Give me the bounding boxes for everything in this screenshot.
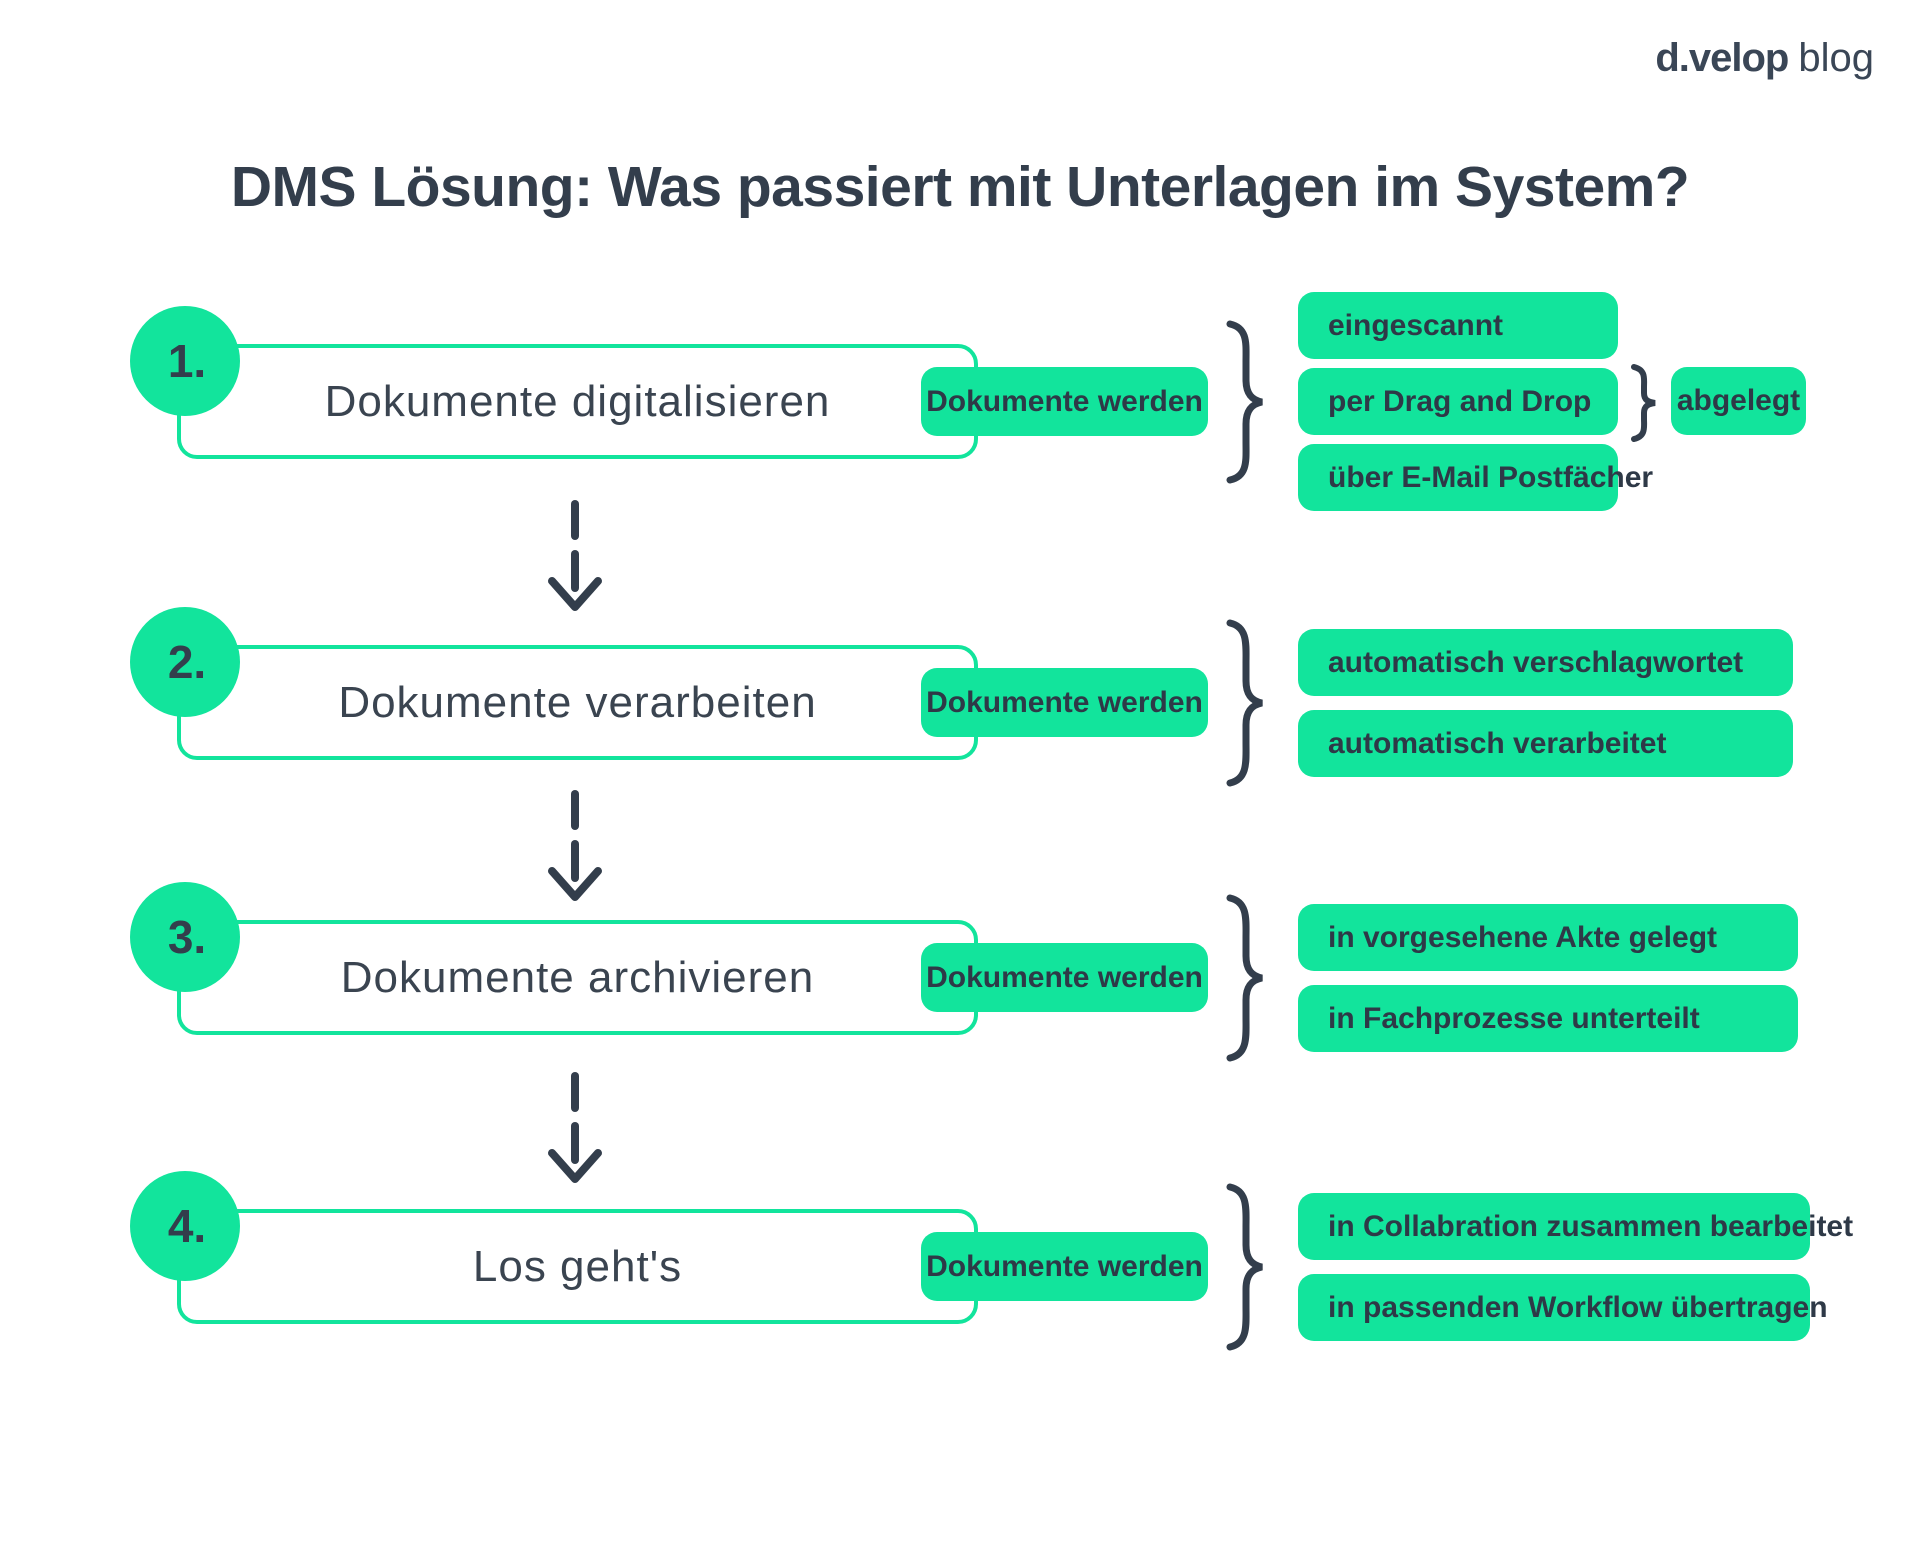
outcome-pill: automatisch verarbeitet: [1298, 710, 1793, 777]
step-2: 2. Dokumente verarbeiten Dokumente werde…: [0, 607, 1920, 787]
outcome-pill: in Collabration zusammen bearbeitet: [1298, 1193, 1853, 1260]
step-label: Dokumente digitalisieren: [324, 376, 831, 426]
step-number-badge: 2.: [130, 607, 240, 717]
connector-pill: Dokumente werden: [921, 367, 1208, 436]
outcome-list: automatisch verschlagwortet automatisch …: [1298, 629, 1793, 777]
step-label: Los geht's: [472, 1241, 683, 1291]
outcome-list: in Collabration zusammen bearbeitet in p…: [1298, 1193, 1853, 1341]
outcome-pill: eingescannt: [1298, 292, 1618, 359]
connector-pill: Dokumente werden: [921, 1232, 1208, 1301]
down-arrow-icon: [548, 1072, 602, 1183]
step-number-badge: 1.: [130, 306, 240, 416]
outcome-pill: in Fachprozesse unterteilt: [1298, 985, 1798, 1052]
outcome-pill: in passenden Workflow übertragen: [1298, 1274, 1828, 1341]
outcome-pill: in vorgesehene Akte gelegt: [1298, 904, 1798, 971]
result-pill: abgelegt: [1671, 367, 1806, 435]
step-box: Los geht's: [177, 1209, 978, 1324]
step-box: Dokumente verarbeiten: [177, 645, 978, 760]
outcome-list: eingescannt per Drag and Drop über E-Mai…: [1298, 292, 1653, 511]
logo-brand: d.velop: [1655, 36, 1789, 80]
down-arrow-icon: [548, 790, 602, 901]
outcome-pill: über E-Mail Postfächer: [1298, 444, 1653, 511]
step-box: Dokumente archivieren: [177, 920, 978, 1035]
down-arrow-icon: [548, 500, 602, 611]
page-title: DMS Lösung: Was passiert mit Unterlagen …: [230, 155, 1690, 220]
step-label: Dokumente archivieren: [340, 952, 815, 1002]
step-label: Dokumente verarbeiten: [338, 677, 817, 727]
curly-brace-icon: [1226, 1183, 1263, 1351]
outcome-list: in vorgesehene Akte gelegt in Fachprozes…: [1298, 904, 1798, 1052]
step-box: Dokumente digitalisieren: [177, 344, 978, 459]
curly-brace-icon: [1226, 894, 1263, 1062]
outcome-pill: automatisch verschlagwortet: [1298, 629, 1793, 696]
step-number-badge: 3.: [130, 882, 240, 992]
step-3: 3. Dokumente archivieren Dokumente werde…: [0, 882, 1920, 1062]
step-number-badge: 4.: [130, 1171, 240, 1281]
connector-pill: Dokumente werden: [921, 668, 1208, 737]
step-4: 4. Los geht's Dokumente werden in Collab…: [0, 1171, 1920, 1351]
step-1: 1. Dokumente digitalisieren Dokumente we…: [0, 292, 1920, 511]
curly-brace-icon: [1226, 619, 1263, 787]
curly-brace-small-icon: [1631, 364, 1656, 442]
curly-brace-icon: [1226, 320, 1263, 484]
logo-suffix: blog: [1798, 36, 1874, 80]
outcome-pill: per Drag and Drop: [1298, 368, 1618, 435]
connector-pill: Dokumente werden: [921, 943, 1208, 1012]
